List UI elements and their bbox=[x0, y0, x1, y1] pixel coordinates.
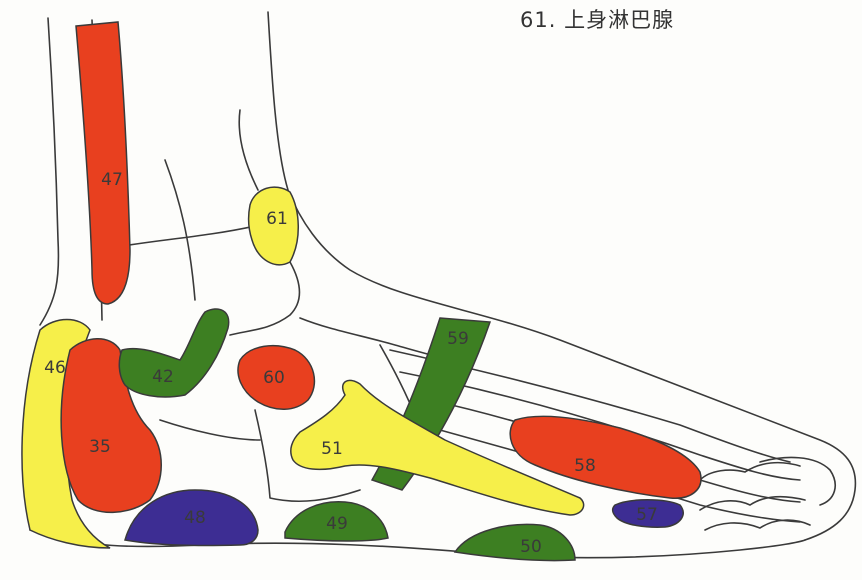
zone-61-label: 61 bbox=[266, 209, 288, 229]
zone-50-label: 50 bbox=[520, 537, 542, 557]
zone-58-label: 58 bbox=[574, 456, 596, 476]
zone-48-label: 48 bbox=[184, 508, 206, 528]
fibula-line bbox=[165, 160, 195, 300]
zone-57-label: 57 bbox=[636, 505, 658, 525]
zone-59-label: 59 bbox=[447, 329, 469, 349]
zone-49-label: 49 bbox=[326, 514, 348, 534]
leg-back-edge bbox=[40, 18, 58, 325]
zone-46-label: 46 bbox=[44, 358, 66, 378]
zone-35-label: 35 bbox=[89, 437, 111, 457]
calcaneus-line bbox=[160, 420, 260, 440]
reflex-zones bbox=[22, 22, 701, 561]
zone-42-label: 42 bbox=[152, 367, 174, 387]
zone-50 bbox=[455, 524, 575, 560]
zone-42 bbox=[119, 309, 228, 397]
zone-51-label: 51 bbox=[321, 439, 343, 459]
zone-47 bbox=[76, 22, 130, 304]
zone-60-label: 60 bbox=[263, 368, 285, 388]
malleolus-line bbox=[239, 110, 258, 190]
zone-47-label: 47 bbox=[101, 170, 123, 190]
talus-line bbox=[230, 262, 299, 335]
